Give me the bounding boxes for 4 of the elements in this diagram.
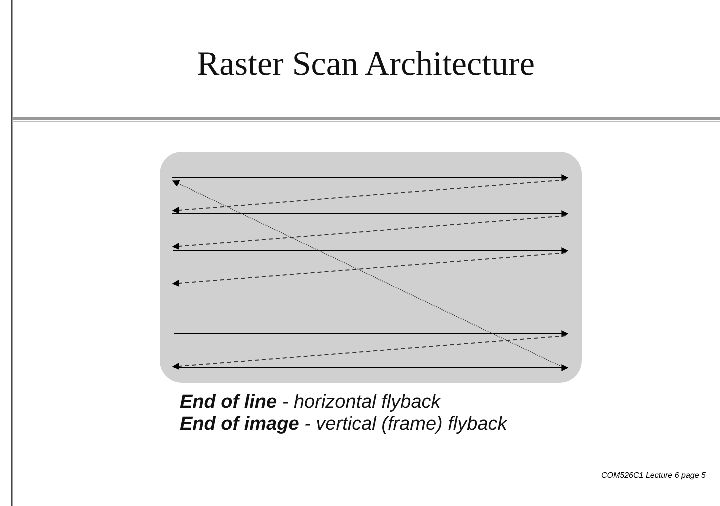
note-text: End of line - horizontal flyback (180, 392, 441, 414)
slide-title: Raster Scan Architecture (196, 46, 536, 84)
footer-text: COM526C1 Lecture 6 page 5 (601, 471, 706, 480)
note-text: End of image - vertical (frame) flyback (180, 414, 508, 436)
